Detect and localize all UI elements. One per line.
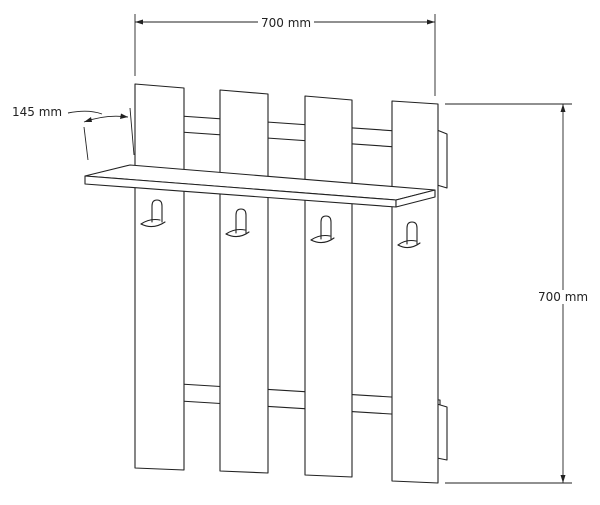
hook-icon [140, 199, 166, 228]
hook-icon [310, 215, 335, 244]
shelf [84, 164, 436, 208]
hook-icon [225, 208, 250, 238]
vertical-slat-4 [391, 100, 439, 484]
vertical-slat-1 [134, 83, 185, 471]
depth-dimension [67, 107, 135, 161]
depth-label: 145 mm [12, 105, 63, 119]
hook-icon [397, 221, 421, 249]
vertical-slat-3 [304, 95, 353, 478]
vertical-slat-2 [219, 89, 269, 474]
height-label: 700 mm [536, 290, 591, 304]
width-label: 700 mm [258, 16, 315, 30]
